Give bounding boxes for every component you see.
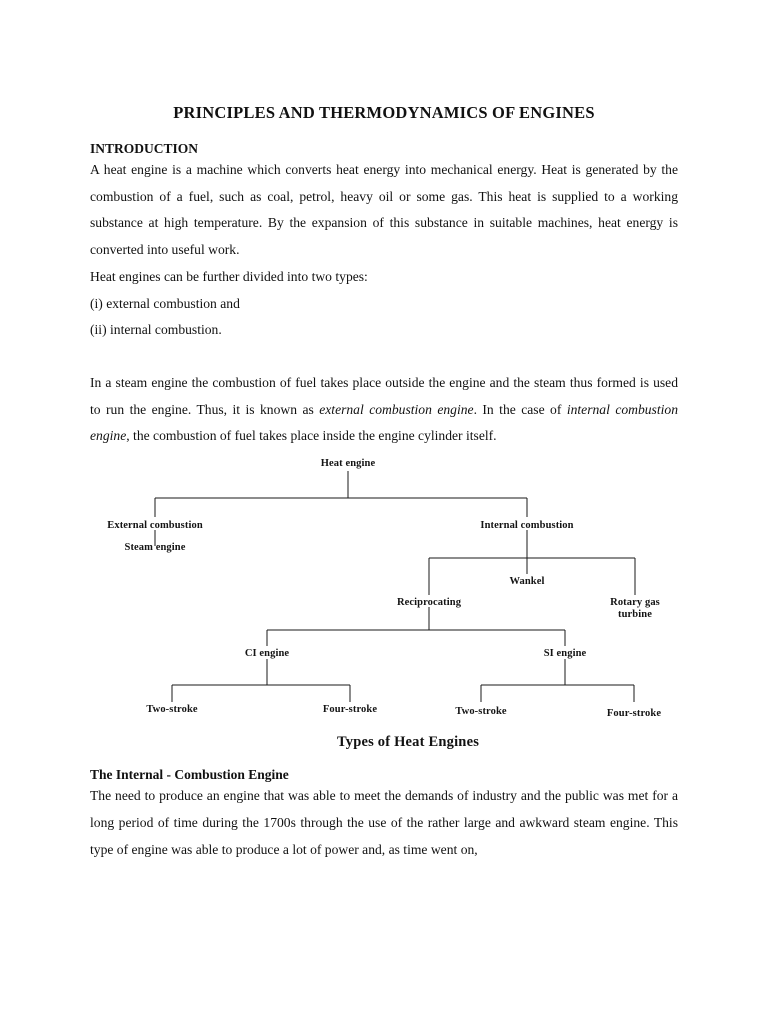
page-content: PRINCIPLES AND THERMODYNAMICS OF ENGINES… — [90, 0, 678, 863]
diagram-node-si-four-stroke: Four-stroke — [606, 708, 662, 720]
emphasis-internal-combustion-engine: internal combustion engine — [90, 401, 678, 444]
diagram-node-external-combustion: External combustion — [107, 520, 203, 532]
diagram-node-rotary-gas-turbine-line1: Rotary gas — [610, 597, 660, 609]
list-item-external-combustion: (i) external combustion and — [90, 295, 240, 311]
emphasis-external-combustion-engine: external combustion engine — [319, 401, 474, 417]
figure-types-of-heat-engines: Heat engine External combustion Steam en… — [90, 450, 678, 760]
section-heading-internal-combustion-engine: The Internal - Combustion Engine — [90, 767, 289, 783]
diagram-node-si-two-stroke: Two-stroke — [455, 706, 507, 718]
paragraph-internal-combustion-history: The need to produce an engine that was a… — [90, 788, 678, 857]
paragraph-steam-engine-text-3: , the combustion of fuel takes place ins… — [126, 428, 497, 444]
diagram-node-heat-engine: Heat engine — [320, 458, 376, 470]
spacer — [90, 344, 678, 370]
diagram-node-wankel: Wankel — [509, 576, 545, 588]
diagram-node-rotary-gas-turbine-line2: turbine — [618, 608, 652, 620]
paragraph-two-types: Heat engines can be further divided into… — [90, 268, 368, 284]
diagram-node-ci-four-stroke: Four-stroke — [322, 704, 378, 716]
diagram-node-ci-two-stroke: Two-stroke — [146, 704, 198, 716]
diagram-node-steam-engine: Steam engine — [124, 542, 186, 554]
diagram-node-reciprocating: Reciprocating — [396, 597, 462, 609]
paragraph-steam-engine-text-2: . In the case of — [473, 401, 567, 417]
figure-caption: Types of Heat Engines — [336, 734, 480, 751]
diagram-node-si-engine: SI engine — [543, 648, 587, 660]
paragraph-heat-engine-definition: A heat engine is a machine which convert… — [90, 161, 678, 258]
section-heading-introduction: INTRODUCTION — [90, 140, 199, 156]
paragraph-steam-engine-text-1: In a steam engine the combustion of fuel… — [90, 374, 678, 417]
diagram-node-internal-combustion: Internal combustion — [480, 520, 574, 532]
spacer — [90, 760, 678, 767]
list-item-internal-combustion: (ii) internal combustion. — [90, 322, 222, 338]
paragraph-steam-engine: In a steam engine the combustion of fuel… — [90, 370, 678, 450]
diagram-node-ci-engine: CI engine — [244, 648, 290, 660]
page-title: PRINCIPLES AND THERMODYNAMICS OF ENGINES — [173, 103, 595, 122]
diagram-connector-lines — [154, 471, 636, 703]
